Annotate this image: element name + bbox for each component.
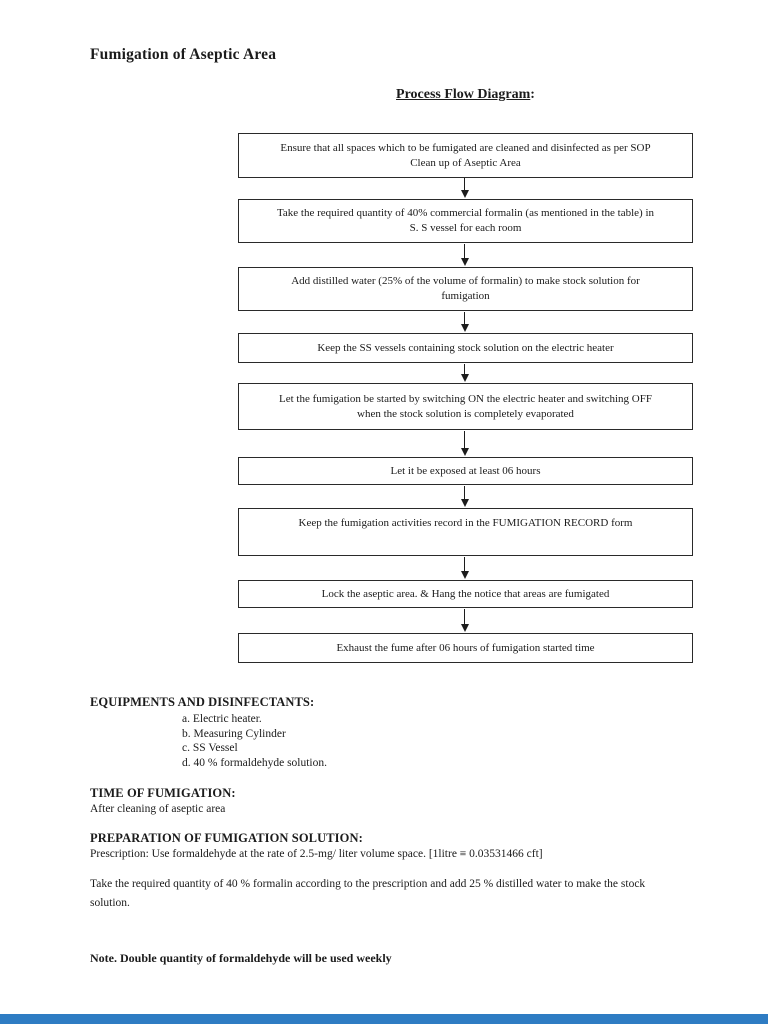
section-heading-equipments: EQUIPMENTS AND DISINFECTANTS: xyxy=(90,695,315,709)
equipment-item: b. Measuring Cylinder xyxy=(182,727,286,740)
flow-step-8: Lock the aseptic area. & Hang the notice… xyxy=(238,580,693,608)
arrow-shaft xyxy=(464,486,465,499)
equipment-item: d. 40 % formaldehyde solution. xyxy=(182,756,328,769)
arrow-head-icon xyxy=(460,324,469,332)
flow-step-5: Let the fumigation be started by switchi… xyxy=(238,383,693,430)
arrow-shaft xyxy=(464,312,465,324)
arrow-shaft xyxy=(464,557,465,571)
flow-arrow-down-2 xyxy=(460,244,469,266)
flow-arrow-down-6 xyxy=(460,486,469,507)
flow-step-2: Take the required quantity of 40% commer… xyxy=(238,199,693,243)
flow-step-1: Ensure that all spaces which to be fumig… xyxy=(238,133,693,178)
flow-arrow-down-3 xyxy=(460,312,469,332)
equipment-item: a. Electric heater. xyxy=(182,713,262,725)
prescription-line: Prescription: Use formaldehyde at the ra… xyxy=(90,848,543,860)
equipment-item: c. SS Vessel xyxy=(182,742,238,754)
arrow-head-icon xyxy=(460,258,469,266)
flow-step-4: Keep the SS vessels containing stock sol… xyxy=(238,333,693,363)
arrow-shaft xyxy=(464,431,465,448)
preparation-body: Take the required quantity of 40 % forma… xyxy=(90,878,646,909)
arrow-head-icon xyxy=(460,374,469,382)
diagram-heading-text: Process Flow Diagram xyxy=(396,87,531,102)
page-title: Fumigation of Aseptic Area xyxy=(90,46,277,63)
flow-arrow-down-8 xyxy=(460,609,469,632)
arrow-shaft xyxy=(464,609,465,624)
arrow-head-icon xyxy=(460,624,469,632)
flow-step-7: Keep the fumigation activities record in… xyxy=(238,508,693,556)
flow-arrow-down-1 xyxy=(460,178,469,198)
diagram-heading-colon: : xyxy=(530,87,535,102)
diagram-heading: Process Flow Diagram: xyxy=(238,87,693,103)
arrow-shaft xyxy=(464,364,465,374)
flow-arrow-down-4 xyxy=(460,364,469,382)
equipment-list: a. Electric heater. b. Measuring Cylinde… xyxy=(182,712,327,770)
arrow-shaft xyxy=(464,178,465,190)
arrow-head-icon xyxy=(460,448,469,456)
flow-step-6: Let it be exposed at least 06 hours xyxy=(238,457,693,485)
viewer-footer-bar xyxy=(0,1014,768,1024)
arrow-head-icon xyxy=(460,571,469,579)
section-heading-preparation: PREPARATION OF FUMIGATION SOLUTION: xyxy=(90,831,363,845)
flow-arrow-down-7 xyxy=(460,557,469,579)
arrow-head-icon xyxy=(460,190,469,198)
flow-step-3: Add distilled water (25% of the volume o… xyxy=(238,267,693,311)
arrow-head-icon xyxy=(460,499,469,507)
section-heading-time-of-fumigation: TIME OF FUMIGATION: xyxy=(90,786,236,800)
flow-arrow-down-5 xyxy=(460,431,469,456)
flow-step-9: Exhaust the fume after 06 hours of fumig… xyxy=(238,633,693,663)
time-of-fumigation-body: After cleaning of aseptic area xyxy=(90,803,226,815)
arrow-shaft xyxy=(464,244,465,258)
note-line: Note. Double quantity of formaldehyde wi… xyxy=(90,951,392,965)
